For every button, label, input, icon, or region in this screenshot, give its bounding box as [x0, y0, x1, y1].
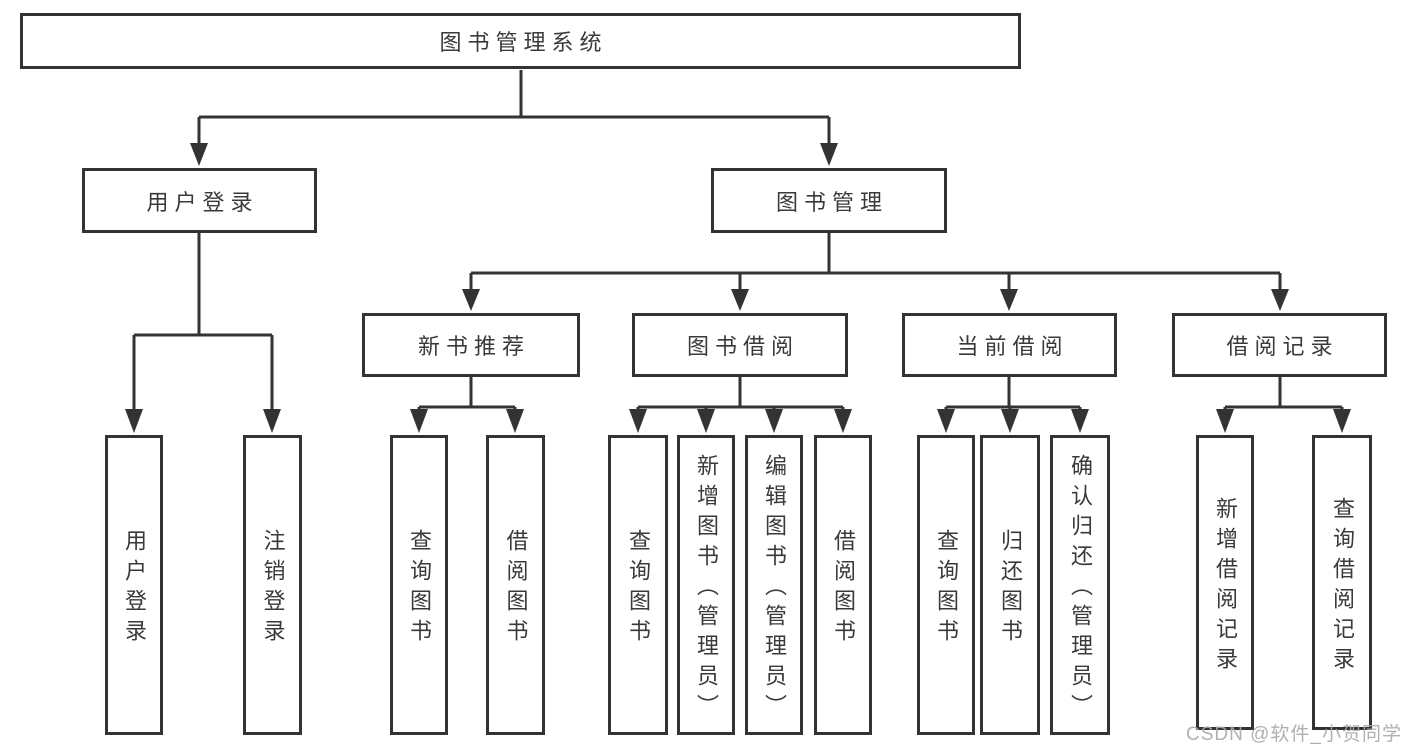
- leaf-borrow-books-recommend: 借阅图书: [486, 435, 545, 735]
- arrowhead-icon: [1271, 289, 1289, 311]
- leaf-query-borrow-record: 查询借阅记录: [1312, 435, 1372, 730]
- node-book-borrowing: 图书借阅: [632, 313, 848, 377]
- leaf-query-books-borrowing: 查询图书: [608, 435, 668, 735]
- arrowhead-icon: [190, 143, 208, 166]
- arrowhead-icon: [765, 409, 783, 433]
- node-book-management: 图书管理: [711, 168, 947, 233]
- arrowhead-icon: [820, 143, 838, 166]
- connector-book-management-to-level3: [462, 233, 1289, 311]
- node-new-book-recommend: 新书推荐: [362, 313, 580, 377]
- arrowhead-icon: [937, 409, 955, 433]
- arrowhead-icon: [1333, 409, 1351, 433]
- leaf-query-books-current: 查询图书: [917, 435, 975, 735]
- connector-root-to-level2: [190, 70, 838, 166]
- leaf-add-borrow-record: 新增借阅记录: [1196, 435, 1254, 730]
- arrowhead-icon: [462, 289, 480, 311]
- connector-new-book-recommend-to-leaves: [410, 377, 524, 433]
- arrowhead-icon: [834, 409, 852, 433]
- arrowhead-icon: [125, 409, 143, 433]
- node-user-login: 用户登录: [82, 168, 317, 233]
- leaf-borrow-books-borrowing: 借阅图书: [814, 435, 872, 735]
- connector-current-borrowing-to-leaves: [937, 377, 1089, 433]
- arrowhead-icon: [1216, 409, 1234, 433]
- arrowhead-icon: [629, 409, 647, 433]
- csdn-watermark: CSDN @软件_小贺同学: [1186, 724, 1402, 745]
- leaf-user-login: 用户登录: [105, 435, 163, 735]
- node-root: 图书管理系统: [20, 13, 1021, 69]
- connector-user-login-to-leaves: [125, 233, 281, 433]
- arrowhead-icon: [1000, 289, 1018, 311]
- arrowhead-icon: [731, 289, 749, 311]
- leaf-logout: 注销登录: [243, 435, 302, 735]
- arrowhead-icon: [410, 409, 428, 433]
- leaf-edit-book-admin: 编辑图书（管理员）: [745, 435, 803, 735]
- arrowhead-icon: [506, 409, 524, 433]
- leaf-return-book: 归还图书: [980, 435, 1040, 735]
- node-current-borrowing: 当前借阅: [902, 313, 1117, 377]
- arrowhead-icon: [697, 409, 715, 433]
- leaf-add-book-admin: 新增图书（管理员）: [677, 435, 735, 735]
- arrowhead-icon: [263, 409, 281, 433]
- arrowhead-icon: [1001, 409, 1019, 433]
- leaf-confirm-return-admin: 确认归还（管理员）: [1050, 435, 1110, 735]
- node-borrowing-records: 借阅记录: [1172, 313, 1387, 377]
- leaf-query-books-recommend: 查询图书: [390, 435, 448, 735]
- connector-borrowing-records-to-leaves: [1216, 377, 1351, 433]
- arrowhead-icon: [1071, 409, 1089, 433]
- connector-book-borrowing-to-leaves: [629, 377, 852, 433]
